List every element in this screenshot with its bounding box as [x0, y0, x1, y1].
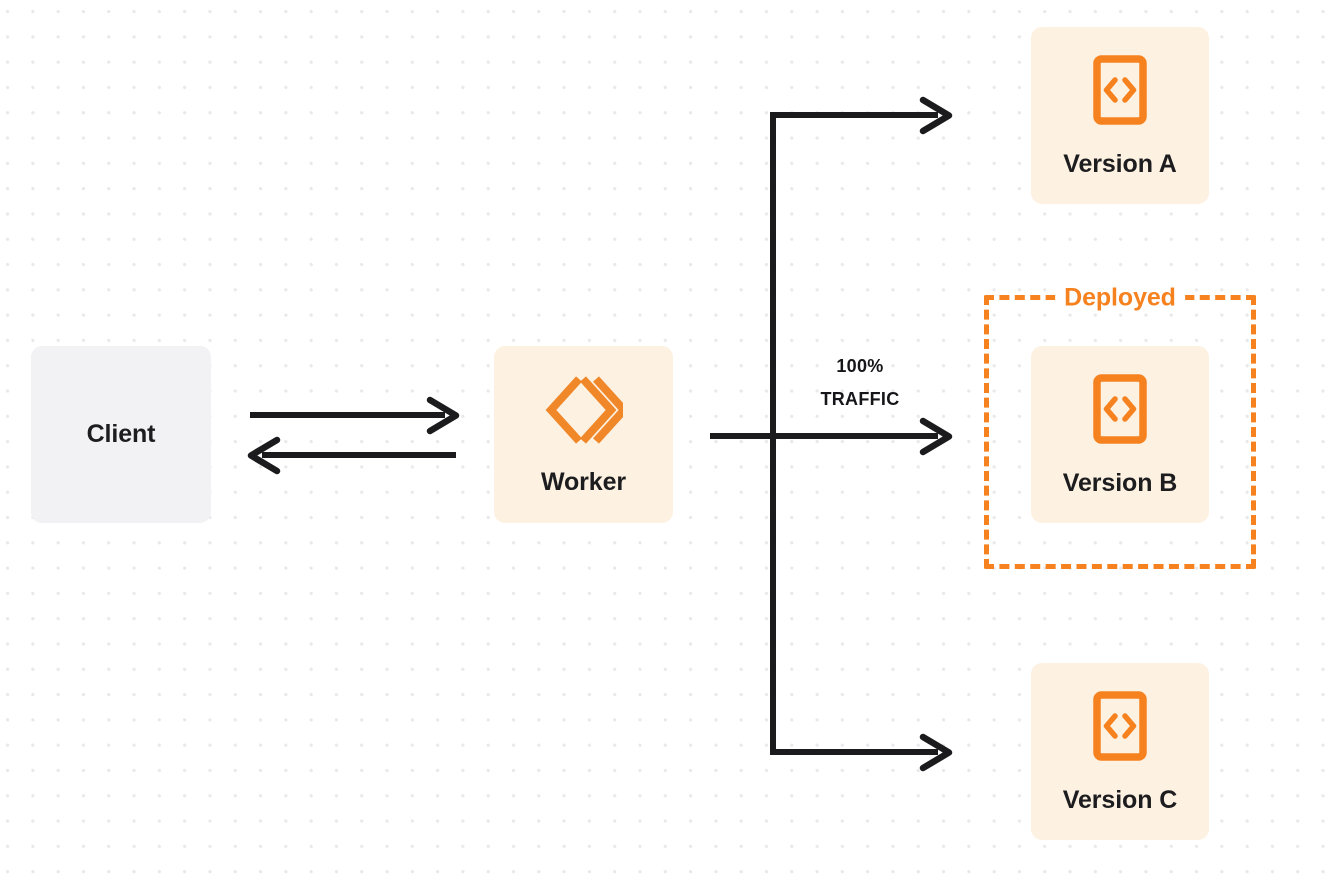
deployed-group: Deployed	[984, 285, 1256, 569]
edge-worker-to-version-b	[773, 417, 953, 456]
node-version-c[interactable]: Version C	[1031, 663, 1209, 840]
edge-worker-to-client	[247, 436, 456, 475]
node-version-b-label: Version B	[1062, 469, 1178, 497]
edge-worker-to-versions-trunk	[710, 115, 776, 752]
edge-client-to-worker	[250, 396, 460, 435]
node-client[interactable]: Client	[31, 346, 211, 523]
workers-logo-icon	[545, 374, 629, 446]
deployed-group-label: Deployed	[1055, 285, 1185, 311]
node-worker[interactable]: Worker	[494, 346, 673, 523]
code-file-icon	[1092, 54, 1148, 126]
node-version-c-label: Version C	[1062, 786, 1178, 814]
node-client-label: Client	[86, 420, 156, 448]
code-file-icon	[1092, 373, 1148, 445]
node-version-a[interactable]: Version A	[1031, 27, 1209, 204]
edge-worker-to-version-a	[770, 96, 953, 135]
traffic-label: 100% TRAFFIC	[797, 350, 923, 417]
traffic-percent: 100%	[836, 356, 884, 376]
edge-worker-to-version-c	[770, 733, 953, 772]
node-worker-label: Worker	[540, 468, 627, 496]
node-version-a-label: Version A	[1063, 150, 1177, 178]
node-version-b[interactable]: Version B	[1031, 346, 1209, 523]
code-file-icon	[1092, 690, 1148, 762]
traffic-caption: TRAFFIC	[820, 389, 900, 410]
